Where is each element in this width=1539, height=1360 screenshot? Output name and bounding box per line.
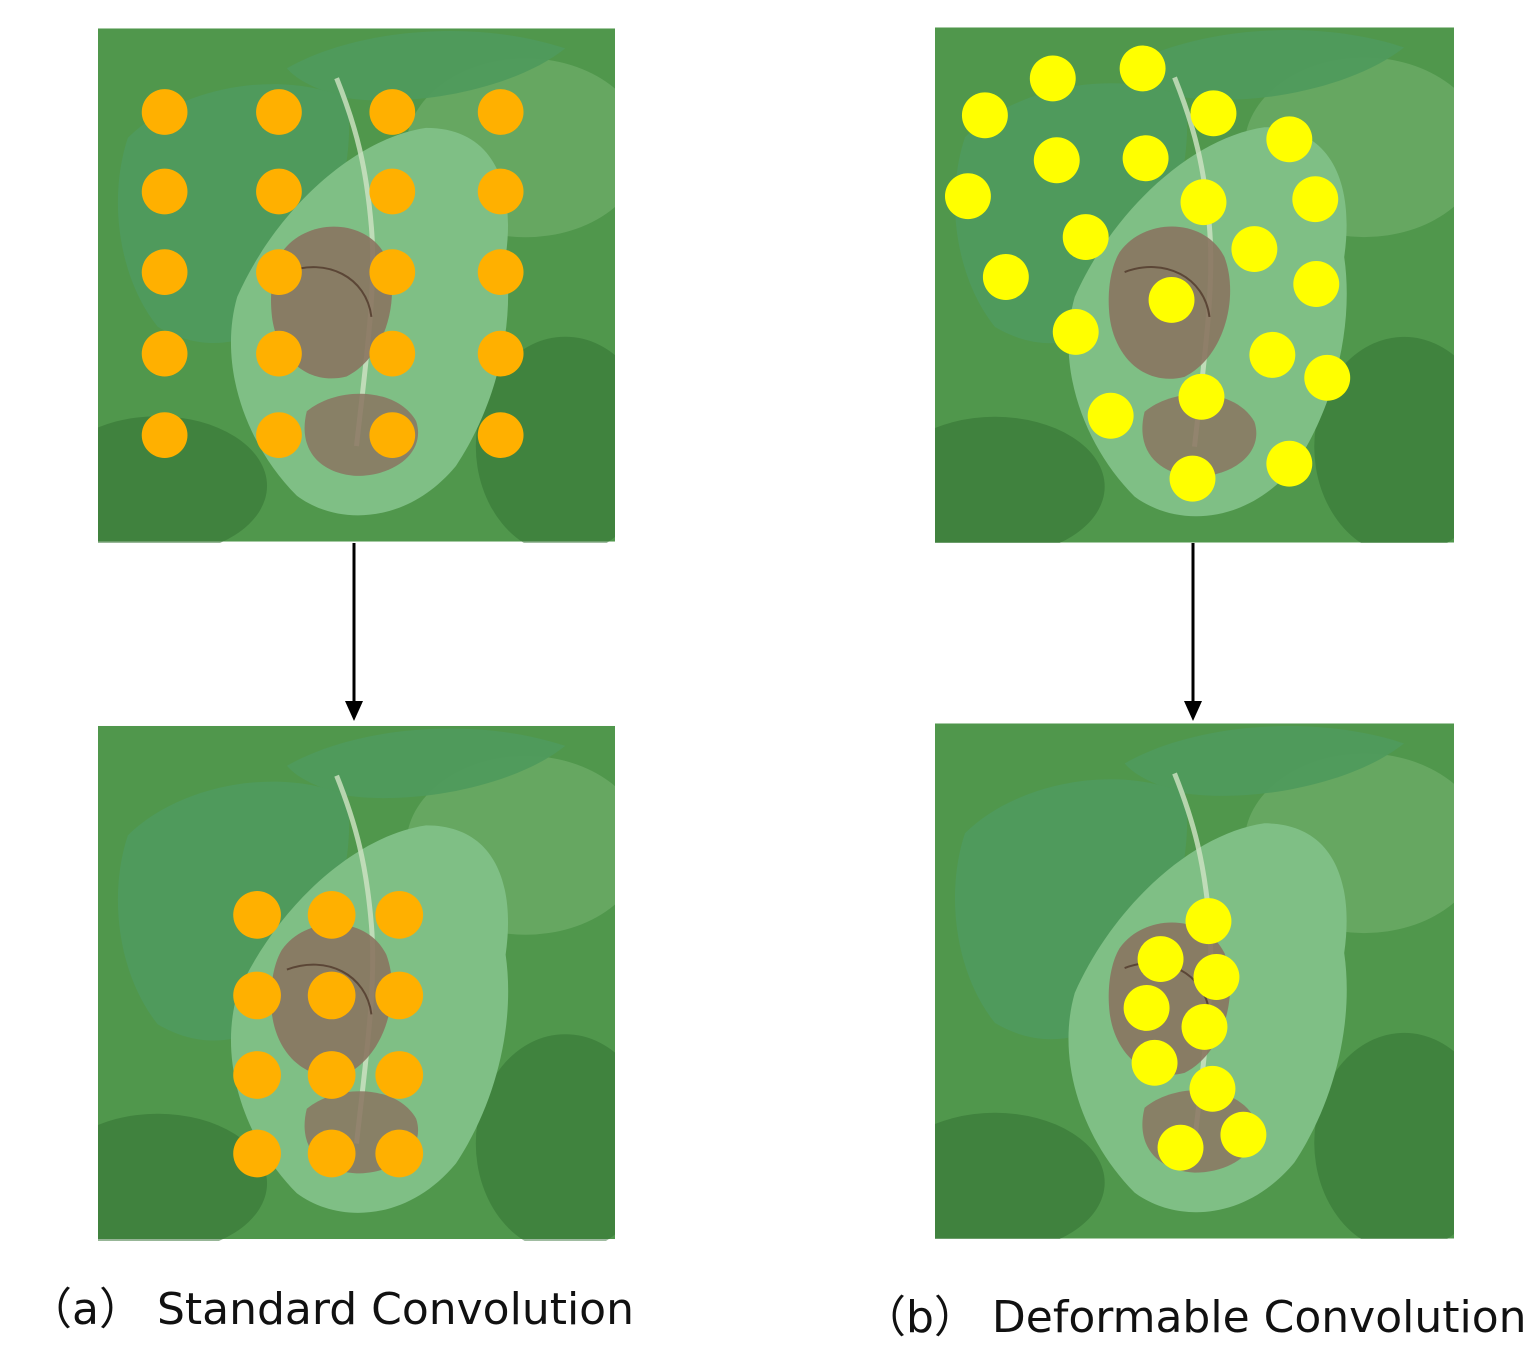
sampling-point xyxy=(1266,116,1313,163)
sampling-point xyxy=(141,330,188,377)
sampling-point xyxy=(375,891,424,939)
caption-deformable-convolution: （b） Deformable Convolution xyxy=(862,1292,1527,1343)
sampling-point xyxy=(1137,936,1184,982)
sampling-point xyxy=(307,971,356,1020)
sampling-point xyxy=(1189,1065,1236,1112)
leaf-image-a-top xyxy=(98,28,615,543)
sampling-point xyxy=(256,168,302,215)
sampling-point xyxy=(307,891,356,939)
sampling-point xyxy=(375,1129,424,1178)
sampling-point xyxy=(375,1051,424,1099)
sampling-point xyxy=(1193,954,1240,1000)
sampling-point xyxy=(1062,214,1109,261)
down-arrow-icon xyxy=(1184,543,1202,721)
sampling-point xyxy=(256,412,302,458)
sampling-point xyxy=(1148,277,1195,323)
sampling-point xyxy=(1033,137,1080,184)
sampling-point xyxy=(944,173,991,220)
sampling-point xyxy=(233,891,281,939)
caption-standard-convolution: （a） Standard Convolution xyxy=(28,1284,634,1335)
sampling-point xyxy=(477,412,524,458)
sampling-point xyxy=(1123,984,1170,1031)
sampling-point xyxy=(233,1051,281,1099)
sampling-point xyxy=(1131,1039,1178,1086)
sampling-point xyxy=(1029,55,1076,102)
sampling-point xyxy=(141,168,188,215)
sampling-point xyxy=(233,971,281,1020)
sampling-point xyxy=(307,1051,356,1099)
sampling-point xyxy=(369,330,416,377)
leaf-image-a-bottom xyxy=(98,725,615,1241)
sampling-point xyxy=(982,254,1029,300)
standard-input-image xyxy=(98,27,615,543)
sampling-point xyxy=(1249,331,1296,378)
sampling-point xyxy=(1304,354,1351,401)
sampling-point xyxy=(1180,179,1227,226)
deformable-input-image xyxy=(935,27,1454,543)
sampling-point xyxy=(477,168,524,215)
sampling-point xyxy=(369,412,416,458)
sampling-point xyxy=(256,249,302,295)
sampling-point xyxy=(1220,1111,1267,1158)
sampling-point xyxy=(1052,308,1099,355)
sampling-point xyxy=(1087,392,1134,439)
sampling-point xyxy=(233,1129,281,1178)
sampling-point xyxy=(1181,1003,1228,1050)
sampling-point xyxy=(141,412,188,458)
sampling-point xyxy=(1122,135,1169,182)
sampling-point xyxy=(256,330,302,377)
standard-output-image xyxy=(98,724,615,1241)
sampling-point xyxy=(1190,90,1237,137)
leaf-image-b-top xyxy=(935,27,1454,543)
sampling-point xyxy=(369,249,416,295)
leaf-image-b-bottom xyxy=(935,723,1454,1239)
sampling-point xyxy=(477,330,524,377)
sampling-point xyxy=(307,1129,356,1178)
sampling-point xyxy=(1293,261,1340,307)
sampling-point xyxy=(369,168,416,215)
sampling-point xyxy=(375,971,424,1020)
sampling-point xyxy=(141,249,188,295)
sampling-point xyxy=(477,249,524,295)
sampling-point xyxy=(1231,226,1278,273)
sampling-point xyxy=(369,89,416,135)
sampling-point xyxy=(1266,440,1313,487)
sampling-point xyxy=(256,89,302,135)
sampling-point xyxy=(1292,176,1339,223)
sampling-point xyxy=(141,89,188,135)
sampling-point xyxy=(1169,455,1216,502)
deformable-output-image xyxy=(935,723,1454,1239)
sampling-point xyxy=(961,92,1008,139)
sampling-point xyxy=(477,89,524,135)
sampling-point xyxy=(1157,1124,1204,1171)
sampling-point xyxy=(1119,45,1166,92)
sampling-point xyxy=(1178,373,1225,420)
down-arrow-icon xyxy=(345,543,363,721)
sampling-point xyxy=(1185,898,1232,945)
